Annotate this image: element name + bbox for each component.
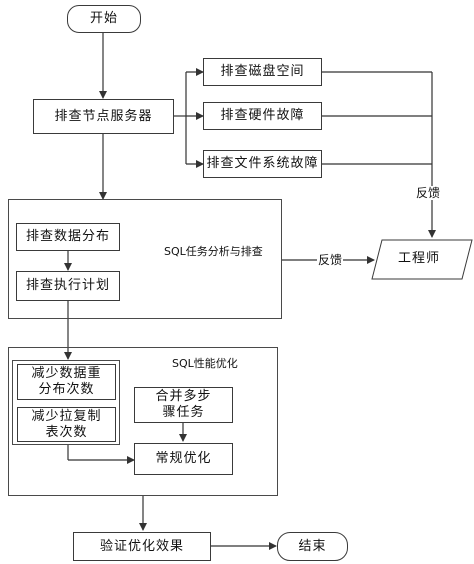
end-node: 结束 — [277, 532, 348, 561]
check-disk-node: 排查磁盘空间 — [203, 58, 322, 86]
check-data-dist-node: 排查数据分布 — [16, 223, 120, 251]
regular-opt-label: 常规优化 — [155, 451, 212, 466]
reduce-replicated-node: 减少拉复制表次数 — [17, 407, 116, 442]
check-server-node: 排查节点服务器 — [33, 99, 174, 134]
check-disk-label: 排查磁盘空间 — [220, 64, 305, 79]
check-filesystem-node: 排查文件系统故障 — [203, 150, 322, 178]
check-data-dist-label: 排查数据分布 — [25, 229, 110, 244]
check-exec-plan-label: 排查执行计划 — [25, 278, 110, 293]
sql-optimization-group — [8, 347, 278, 496]
check-server-label: 排查节点服务器 — [54, 108, 153, 124]
feedback-label-mid: 反馈 — [317, 253, 344, 267]
sql-optimization-group-label: SQL性能优化 — [172, 357, 238, 370]
merge-steps-label: 合并多步骤任务 — [155, 389, 212, 420]
check-exec-plan-node: 排查执行计划 — [16, 271, 120, 301]
merge-steps-node: 合并多步骤任务 — [134, 387, 233, 423]
check-hardware-label: 排查硬件故障 — [220, 108, 305, 123]
check-filesystem-label: 排查文件系统故障 — [206, 156, 319, 171]
verify-label: 验证优化效果 — [99, 538, 184, 554]
sql-analysis-group-label: SQL任务分析与排查 — [164, 245, 263, 258]
reduce-redistribution-node: 减少数据重分布次数 — [17, 364, 116, 400]
start-node: 开始 — [67, 5, 141, 33]
engineer-shape — [371, 239, 473, 280]
engineer-label: 工程师 — [398, 251, 441, 266]
sql-analysis-group — [8, 199, 282, 319]
start-label: 开始 — [89, 11, 118, 26]
reduce-redistribution-label: 减少数据重分布次数 — [31, 366, 102, 397]
verify-node: 验证优化效果 — [73, 532, 211, 561]
feedback-label-top: 反馈 — [415, 186, 442, 200]
reduce-boxes-container — [12, 360, 120, 445]
check-hardware-node: 排查硬件故障 — [203, 102, 322, 130]
reduce-replicated-label: 减少拉复制表次数 — [31, 408, 102, 440]
regular-opt-node: 常规优化 — [134, 443, 233, 475]
end-label: 结束 — [298, 538, 327, 554]
